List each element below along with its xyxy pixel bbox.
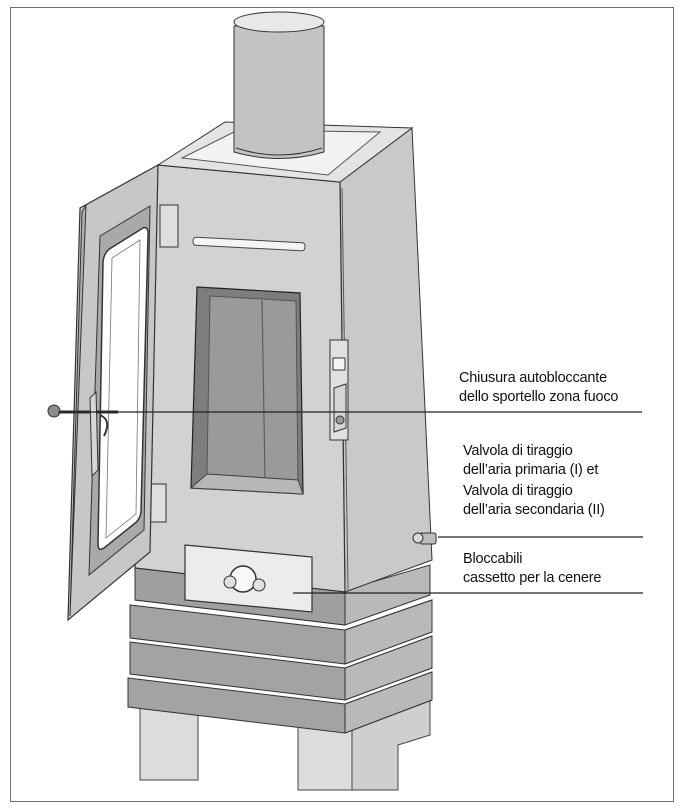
label-line: cassetto per la cenere bbox=[463, 570, 602, 586]
vent-slot bbox=[192, 236, 306, 252]
leader-lines bbox=[58, 411, 643, 594]
door-latch bbox=[329, 339, 349, 441]
label-line: dello sportello zona fuoco bbox=[459, 389, 619, 405]
open-door bbox=[47, 163, 159, 622]
label-line: Valvola di tiraggio bbox=[463, 483, 573, 499]
label-line: dell’aria primaria (I) et bbox=[463, 462, 599, 478]
label-line: Bloccabili bbox=[463, 551, 523, 567]
ash-drawer bbox=[184, 544, 313, 613]
label-ash-drawer: Bloccabili cassetto per la cenere bbox=[463, 550, 601, 588]
label-air-valves: Valvola di tiraggio dell’aria primaria (… bbox=[463, 442, 605, 520]
lower-hinge bbox=[149, 483, 167, 523]
label-line: Valvola di tiraggio bbox=[463, 443, 573, 459]
label-line: dell’aria secondaria (II) bbox=[463, 502, 605, 518]
upper-hinge bbox=[159, 204, 179, 248]
air-valve-knob bbox=[412, 532, 437, 545]
flue-pipe bbox=[233, 11, 325, 159]
stove-side-panel bbox=[339, 127, 433, 593]
firebox-opening bbox=[189, 286, 304, 495]
figure-frame bbox=[10, 7, 674, 802]
label-line: Chiusura autobloccante bbox=[459, 370, 607, 386]
label-door-lock: Chiusura autobloccante dello sportello z… bbox=[459, 369, 618, 407]
